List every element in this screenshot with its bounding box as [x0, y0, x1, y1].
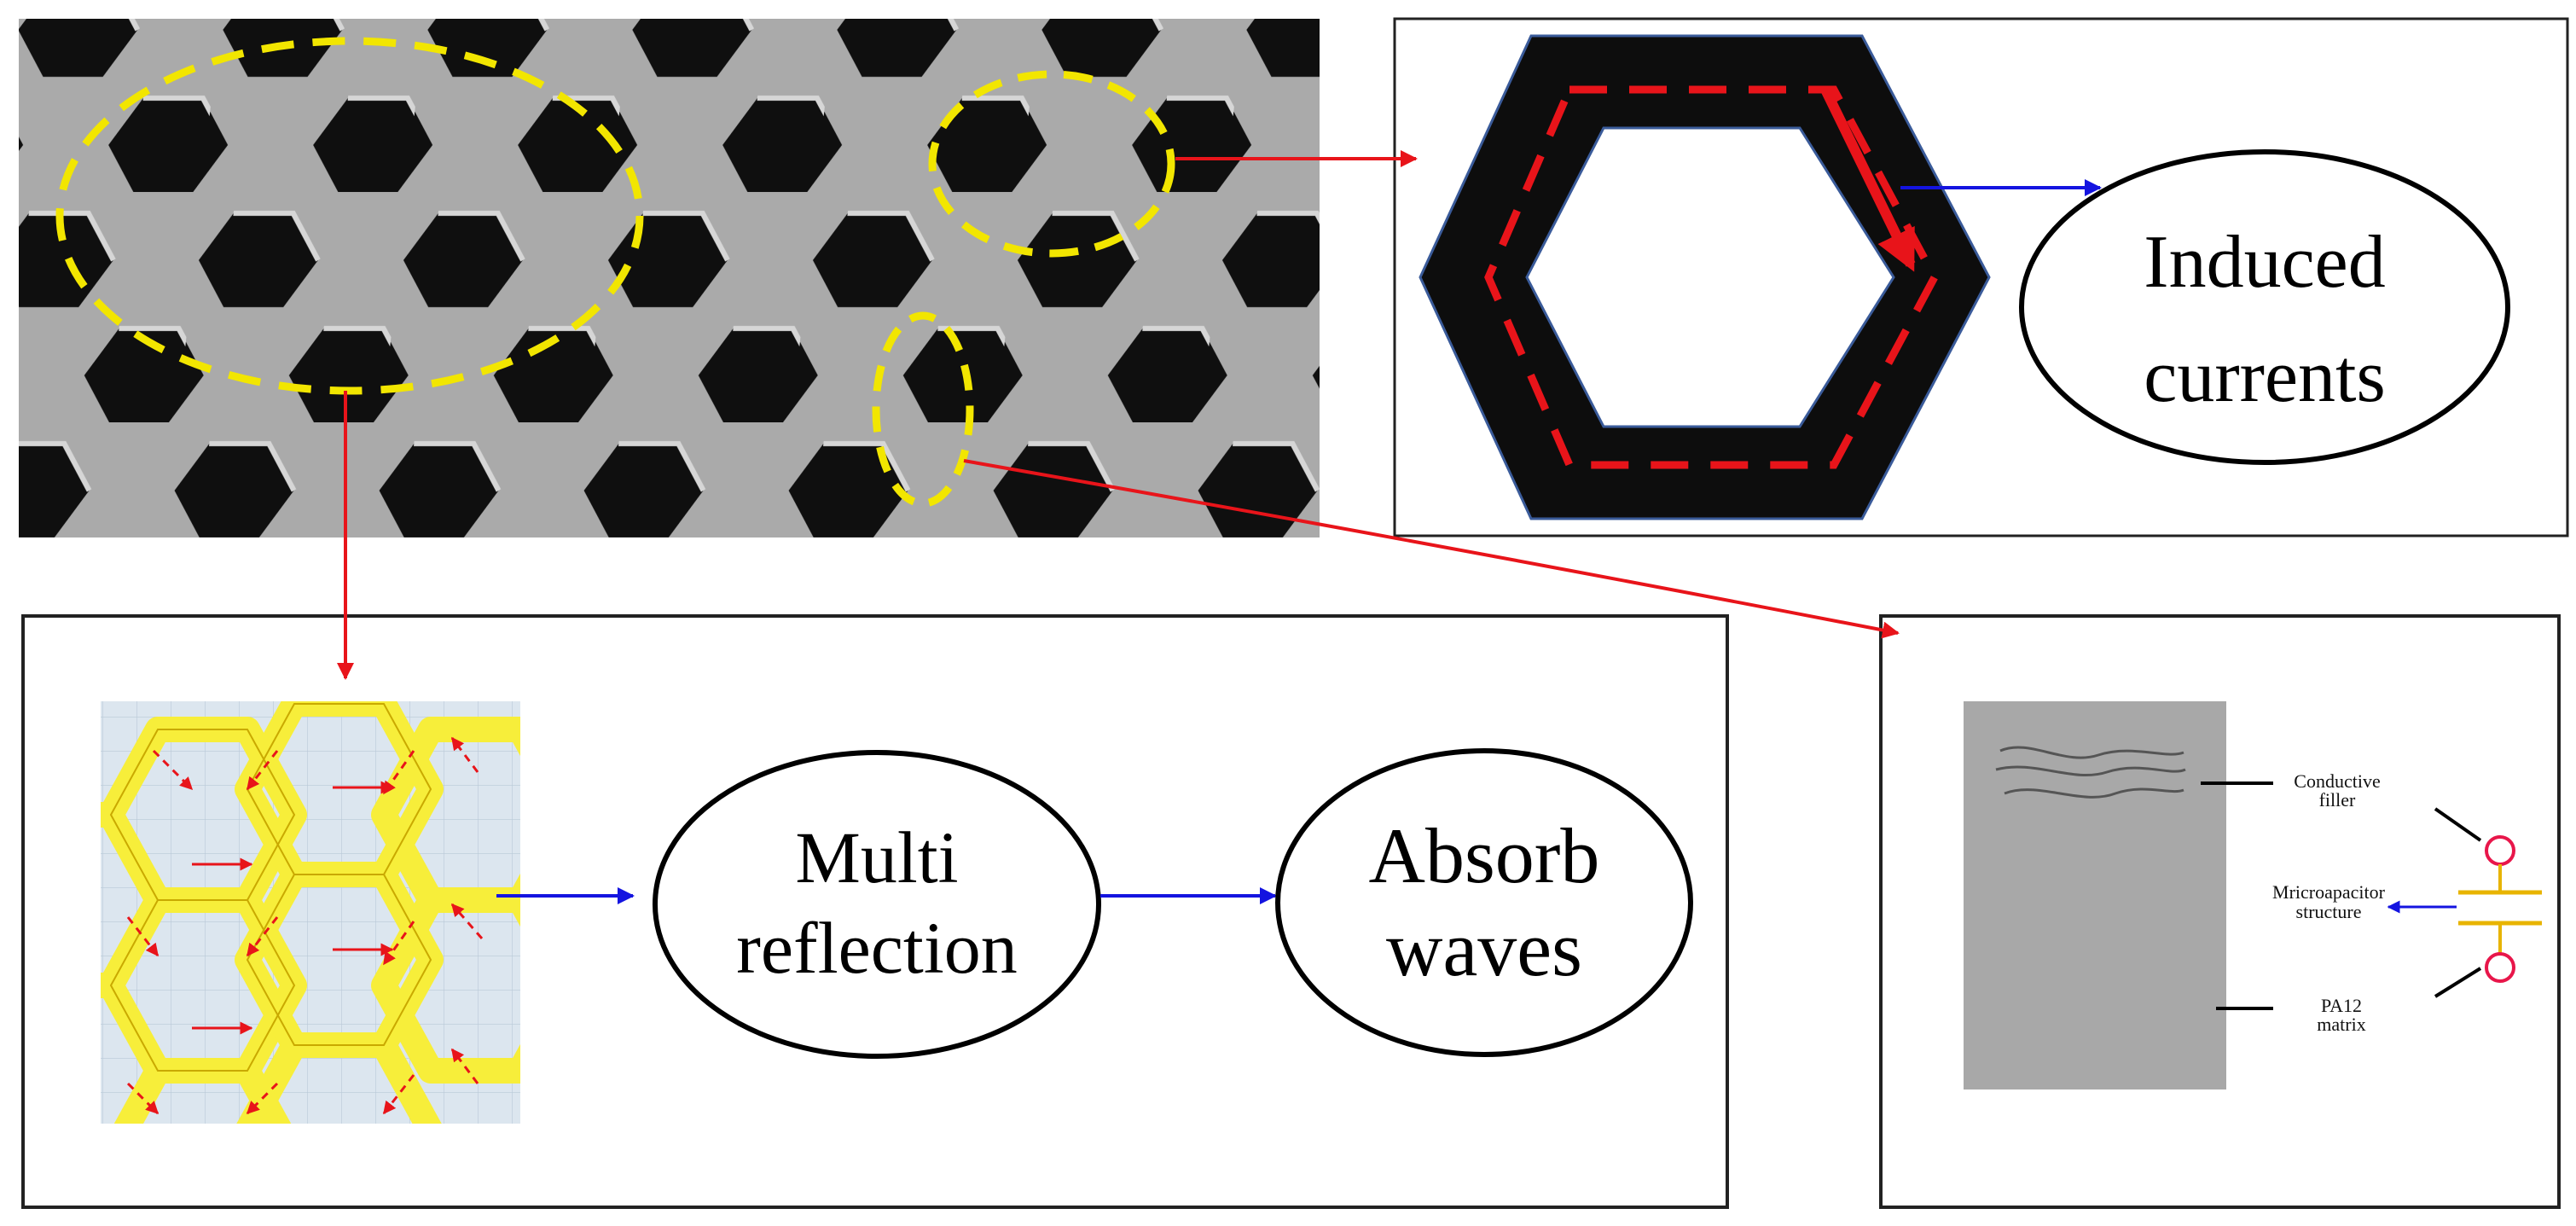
- leader-filler-to-capacitor: [2434, 807, 2482, 842]
- absorb-waves-label-1: Absorb: [1369, 812, 1600, 899]
- conductive-filler-strands: [1995, 746, 2186, 799]
- pa12-matrix-block: [1964, 701, 2226, 1089]
- absorb-waves-node: [1275, 748, 1693, 1057]
- conductive-filler-label-1: Conductive: [2294, 770, 2380, 792]
- multi-reflection-label-1: Multi: [795, 816, 958, 898]
- pa12-matrix-label-1: PA12: [2321, 995, 2362, 1016]
- induced-currents-node: [2019, 149, 2510, 465]
- microcapacitor-label-1: Mricroapacitor: [2272, 881, 2386, 903]
- conductive-hexagon: [1419, 34, 1991, 520]
- microcapacitor-label-2: structure: [2296, 901, 2362, 922]
- absorb-waves-label-2: waves: [1386, 905, 1582, 992]
- leader-matrix-to-capacitor: [2434, 967, 2482, 998]
- multi-reflection-label-2: reflection: [736, 907, 1017, 989]
- perforated-plate-photo: [19, 19, 1320, 537]
- pa12-matrix-label-2: matrix: [2317, 1014, 2365, 1035]
- highlight-region-wall: [872, 311, 974, 508]
- induced-currents-label-1: Induced: [2144, 221, 2385, 304]
- multi-reflection-node: [653, 750, 1101, 1059]
- conductive-filler-label-2: filler: [2319, 789, 2356, 811]
- highlight-region-large: [55, 37, 644, 395]
- honeycomb-illustration: [101, 701, 520, 1124]
- induced-currents-label-2: currents: [2144, 335, 2385, 418]
- arrow-wall-to-panel: [963, 459, 1900, 639]
- highlight-region-cell: [928, 70, 1175, 258]
- microcapacitor-symbol: [2458, 835, 2542, 983]
- current-direction-arrow: [1820, 87, 1916, 272]
